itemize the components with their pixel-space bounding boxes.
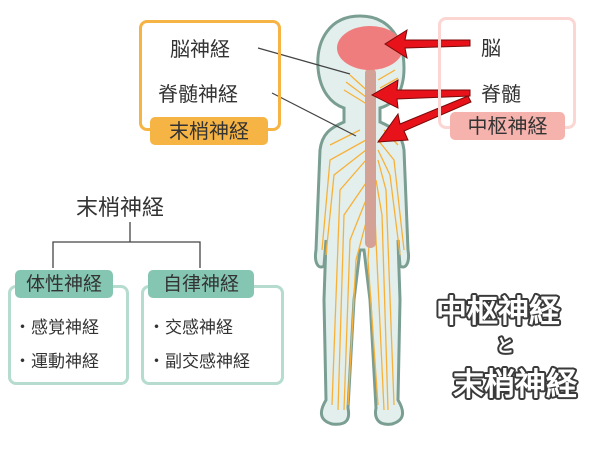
sensory-nerve-item: ・感覚神経 [14,318,99,338]
arrow-spinal-cord [370,79,471,109]
autonomic-nerve-tag: 自律神経 [148,270,254,298]
central-nerve-tag: 中枢神経 [450,112,565,140]
tree-connector [52,222,201,268]
arrow-brain [384,28,471,60]
leader-line-brain-nerve [257,47,351,75]
leader-line-spinal-nerve [271,92,357,137]
brain-label: 脳 [481,36,501,60]
motor-nerve-item: ・運動神経 [14,352,99,372]
title-line1: 中枢神経 [436,294,561,330]
sympathetic-nerve-item: ・交感神経 [148,318,233,338]
somatic-nerve-tag: 体性神経 [15,270,113,298]
brain [337,26,403,70]
arrows [370,28,472,143]
peripheral-nerve-tag: 末梢神経 [150,117,268,145]
title-line3: 末梢神経 [453,367,578,403]
spinal-cord-label: 脊髄 [481,82,521,106]
parasympathetic-nerve-item: ・副交感神経 [148,352,250,372]
arrow-spinal-cord-lower [376,95,472,143]
brain-nerve-label: 脳神経 [170,37,230,61]
tree-root: 末梢神経 [76,196,165,221]
spinal-cord [365,68,376,248]
spinal-nerve-label: 脊髄神経 [158,82,238,106]
title: 中枢神経 と 末梢神経 [434,292,580,405]
title-line2: と [496,336,514,357]
